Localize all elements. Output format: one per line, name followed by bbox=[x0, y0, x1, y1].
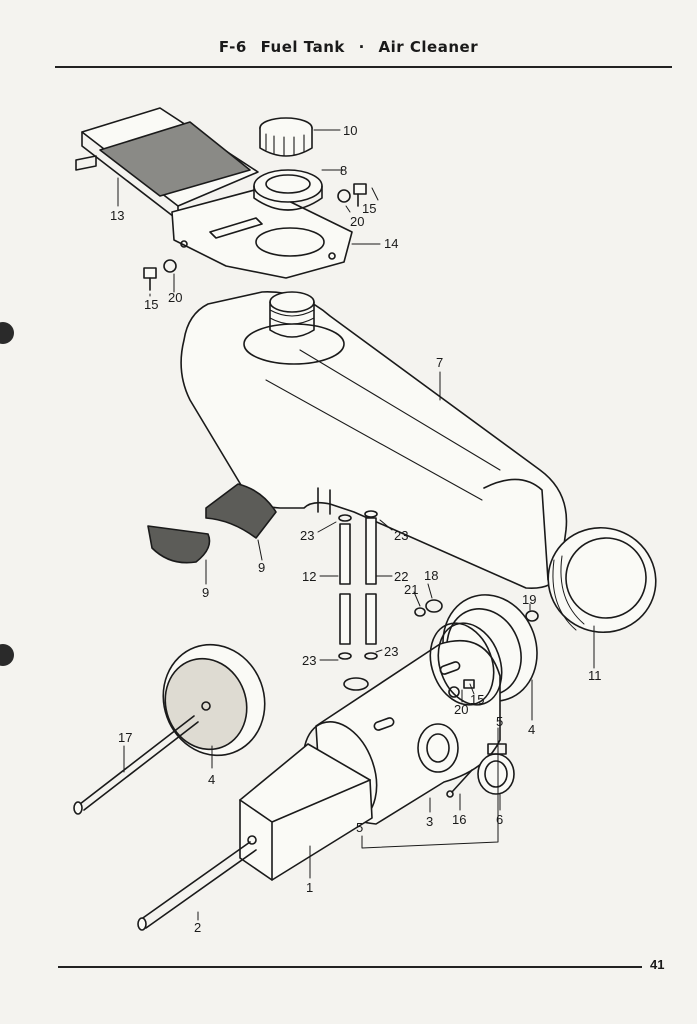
filler-cap-part-10 bbox=[259, 117, 313, 157]
hose-part-22 bbox=[365, 517, 377, 645]
callout-18: 18 bbox=[424, 568, 438, 583]
callout-23-top-right: 23 bbox=[394, 528, 408, 543]
hose-band-part-6 bbox=[477, 743, 515, 795]
title-separator: · bbox=[358, 38, 365, 56]
callout-9-right: 9 bbox=[258, 560, 265, 575]
section-code: F-6 bbox=[218, 38, 247, 56]
rod-part-2 bbox=[137, 841, 257, 931]
bracket-plate-part-14 bbox=[171, 187, 353, 279]
element-part-1 bbox=[239, 743, 373, 881]
callout-12: 12 bbox=[302, 569, 316, 584]
callout-10: 10 bbox=[343, 123, 357, 138]
title-fuel-tank: Fuel Tank bbox=[260, 38, 345, 56]
callout-23-bottom-right: 23 bbox=[384, 644, 398, 659]
callout-23-bottom-left: 23 bbox=[302, 653, 316, 668]
long-bolt-part-17 bbox=[73, 715, 199, 815]
callout-20-top: 20 bbox=[350, 214, 364, 229]
callout-5-right: 5 bbox=[496, 714, 503, 729]
callout-17: 17 bbox=[118, 730, 132, 745]
screw-part-16 bbox=[446, 769, 473, 798]
callout-21: 21 bbox=[404, 582, 418, 597]
punch-hole-bottom bbox=[0, 644, 14, 666]
cushion-part-9-left bbox=[147, 525, 211, 564]
footer-rule bbox=[58, 966, 642, 968]
callout-8: 8 bbox=[340, 163, 347, 178]
cushion-part-9-right bbox=[205, 483, 277, 539]
header-rule bbox=[55, 66, 672, 68]
callout-9-left: 9 bbox=[202, 585, 209, 600]
callout-5-left: 5 bbox=[356, 820, 363, 835]
callout-2: 2 bbox=[194, 920, 201, 935]
callout-1: 1 bbox=[306, 880, 313, 895]
bolt-washer-top-left bbox=[143, 259, 177, 291]
clips-part-23 bbox=[338, 510, 378, 660]
bolt-washer-top-right bbox=[337, 183, 367, 207]
callout-7: 7 bbox=[436, 355, 443, 370]
punch-hole-top bbox=[0, 322, 14, 344]
callout-15-top: 15 bbox=[362, 201, 376, 216]
callout-6: 6 bbox=[496, 812, 503, 827]
callout-15-bottom: 15 bbox=[470, 692, 484, 707]
clamp-ring-part-11 bbox=[547, 526, 657, 634]
page-title: F-6 Fuel Tank · Air Cleaner bbox=[0, 38, 697, 56]
callout-20-left: 20 bbox=[168, 290, 182, 305]
callout-11: 11 bbox=[588, 668, 602, 683]
callout-22: 22 bbox=[394, 569, 408, 584]
hose-part-12 bbox=[339, 523, 351, 645]
title-air-cleaner: Air Cleaner bbox=[378, 38, 479, 56]
leader-lines bbox=[117, 129, 595, 921]
gasket-part-5-right bbox=[429, 622, 495, 706]
callout-15-left: 15 bbox=[144, 297, 158, 312]
end-cap-part-4-left bbox=[162, 643, 266, 757]
callout-13: 13 bbox=[110, 208, 124, 223]
callout-4-left: 4 bbox=[208, 772, 215, 787]
small-hardware-parts bbox=[414, 599, 539, 698]
page-number: 41 bbox=[650, 957, 665, 972]
cover-plate-part-13 bbox=[75, 107, 259, 221]
callout-20-bottom: 20 bbox=[454, 702, 468, 717]
callout-16: 16 bbox=[452, 812, 466, 827]
packing-ring-part-8 bbox=[253, 169, 323, 211]
callout-4-right: 4 bbox=[528, 722, 535, 737]
callout-14: 14 bbox=[384, 236, 398, 251]
callout-23-top-left: 23 bbox=[300, 528, 314, 543]
callout-labels: 10 8 15 20 14 13 15 20 7 9 9 23 23 12 22… bbox=[110, 123, 602, 935]
callout-3: 3 bbox=[426, 814, 433, 829]
callout-19: 19 bbox=[522, 592, 536, 607]
fuel-tank-part-7 bbox=[180, 291, 568, 590]
